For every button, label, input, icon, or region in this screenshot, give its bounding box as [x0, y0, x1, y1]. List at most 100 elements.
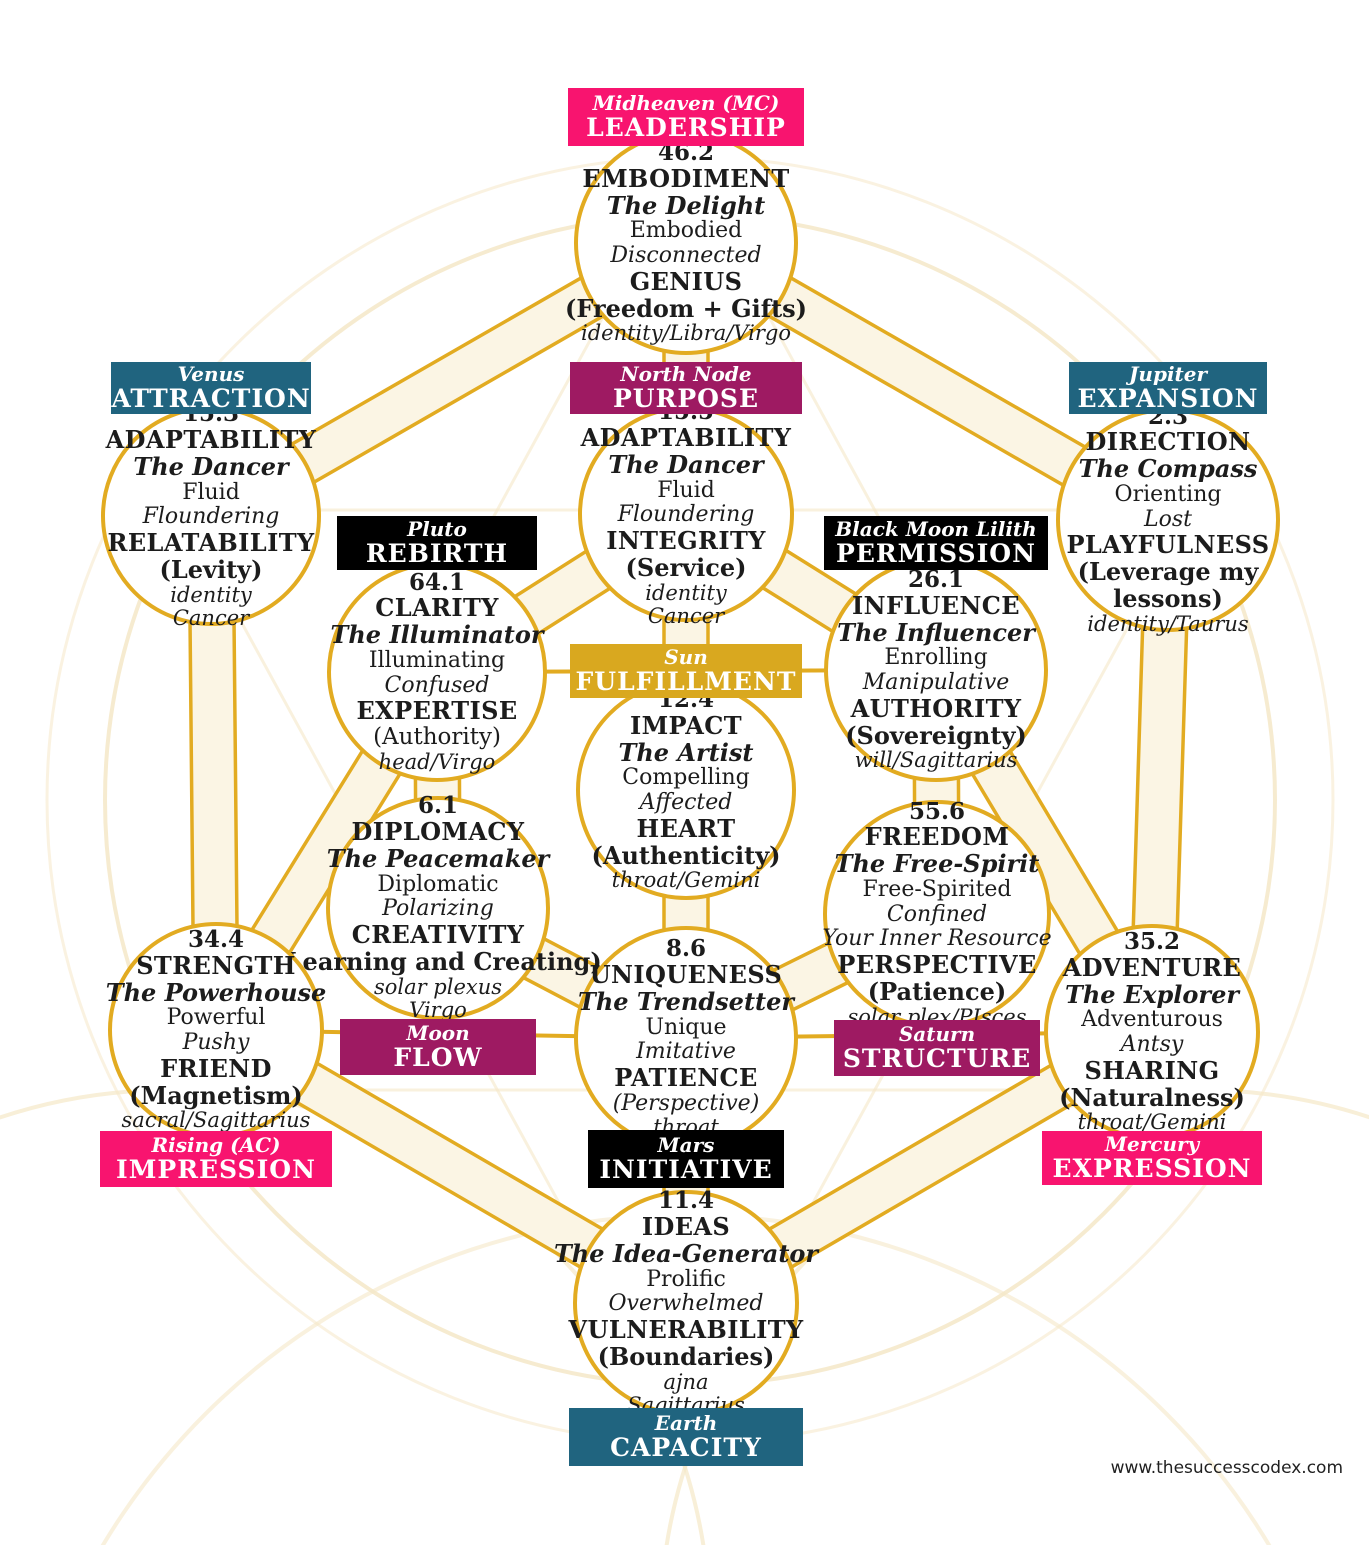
node-planet-label: Black Moon Lilith	[835, 516, 1037, 541]
node-text-line: The Artist	[618, 737, 754, 767]
node-text-line: Floundering	[142, 504, 280, 530]
node-text-line: Antsy	[1120, 1032, 1184, 1058]
node-text-line: ADAPTABILITY	[105, 424, 317, 454]
node-theme-label: INITIATIVE	[599, 1155, 773, 1185]
node-text-line: ADVENTURE	[1062, 952, 1242, 982]
node-text-line: Adventurous	[1081, 1007, 1223, 1033]
node-text-line: The Free-Spirit	[834, 849, 1040, 879]
node-text-line: throat/Gemini	[1077, 1110, 1227, 1135]
node-label-moon: Moon FLOW	[340, 1019, 536, 1075]
node-text-line: identity	[645, 580, 727, 605]
node-text-line: (Leverage my	[1077, 557, 1259, 587]
node-text-line: (Service)	[625, 552, 747, 582]
node-label-venus: Venus ATTRACTION	[111, 362, 311, 414]
node-circle-text: 15.3ADAPTABILITYThe DancerFluidFlounderi…	[106, 401, 317, 631]
node-planet-label: Midheaven (MC)	[592, 90, 780, 115]
node-text-line: EMBODIMENT	[582, 163, 790, 193]
node-planet-label: North Node	[620, 361, 752, 386]
node-text-line: 26.1	[907, 565, 964, 593]
node-text-line: (Learning and Creating)	[274, 946, 602, 976]
node-planet-label: Rising (AC)	[151, 1132, 281, 1157]
node-text-line: DIRECTION	[1085, 427, 1251, 457]
node-label-rising: Rising (AC) IMPRESSION	[100, 1131, 332, 1187]
node-label-sun: Sun FULFILLMENT	[570, 644, 802, 698]
node-text-line: ajna	[663, 1369, 709, 1394]
node-text-line: 64.1	[408, 568, 466, 596]
node-label-midheaven: Midheaven (MC) LEADERSHIP	[568, 88, 804, 146]
node-text-line: 11.4	[657, 1187, 715, 1215]
node-text-line: sacral/Sagittarius	[121, 1108, 311, 1133]
node-text-line: HEART	[636, 813, 736, 843]
node-label-north-node: North Node PURPOSE	[570, 362, 802, 414]
node-text-line: 8.6	[665, 935, 706, 963]
node-text-line: (Magnetism)	[129, 1080, 303, 1110]
node-label-saturn: Saturn STRUCTURE	[834, 1020, 1040, 1076]
node-planet-label: Mercury	[1104, 1131, 1200, 1156]
node-text-line: PERSPECTIVE	[837, 950, 1037, 980]
node-circle-text: 15.5ADAPTABILITYThe DancerFluidFlounderi…	[581, 399, 792, 629]
node-text-line: identity	[170, 582, 252, 607]
node-theme-label: PERMISSION	[836, 539, 1036, 569]
node-text-line: Confused	[384, 672, 490, 698]
node-text-line: head/Virgo	[378, 749, 496, 774]
node-text-line: (Patience)	[867, 976, 1007, 1006]
node-text-line: The Trendsetter	[577, 986, 795, 1016]
node-theme-label: EXPRESSION	[1052, 1154, 1252, 1184]
node-text-line: INTEGRITY	[606, 525, 766, 555]
node-text-line: solar plexus	[373, 974, 503, 999]
node-text-line: IMPACT	[629, 710, 743, 740]
node-text-line: Unique	[645, 1014, 727, 1040]
node-text-line: (Sovereignty)	[845, 720, 1027, 750]
node-text-line: ADAPTABILITY	[580, 422, 792, 452]
node-text-line: VULNERABILITY	[568, 1314, 804, 1344]
node-text-line: GENIUS	[629, 266, 743, 296]
node-text-line: Embodied	[629, 218, 743, 244]
node-text-line: (Authority)	[373, 724, 501, 751]
node-label-black-moon-lilith: Black Moon Lilith PERMISSION	[824, 516, 1048, 570]
node-theme-label: FULFILLMENT	[575, 667, 797, 697]
node-text-line: DIPLOMACY	[351, 816, 525, 846]
node-text-line: Orienting	[1114, 482, 1222, 508]
node-text-line: Fluid	[657, 477, 715, 503]
node-text-line: Diplomatic	[377, 871, 499, 897]
node-text-line: Floundering	[617, 502, 755, 528]
node-text-line: The Dancer	[133, 451, 289, 481]
node-text-line: The Explorer	[1064, 979, 1239, 1009]
node-circle-venus: 15.3ADAPTABILITYThe DancerFluidFlounderi…	[101, 401, 321, 630]
node-text-line: SHARING	[1084, 1055, 1220, 1085]
node-text-line: RELATABILITY	[107, 527, 315, 557]
node-text-line: 6.1	[417, 792, 458, 820]
node-text-line: Your Inner Resource	[822, 926, 1052, 952]
node-theme-label: EXPANSION	[1077, 384, 1259, 414]
node-planet-label: Sun	[664, 644, 708, 669]
node-text-line: identity/Libra/Virgo	[580, 321, 792, 346]
node-label-earth: Earth CAPACITY	[569, 1408, 803, 1466]
node-text-line: STRENGTH	[136, 950, 296, 980]
node-text-line: The Dancer	[608, 449, 764, 479]
node-theme-label: FLOW	[393, 1043, 483, 1073]
node-text-line: Compelling	[622, 765, 750, 791]
node-text-line: (Levity)	[159, 554, 263, 584]
node-planet-label: Jupiter	[1128, 361, 1208, 386]
node-planet-label: Pluto	[407, 516, 467, 541]
node-text-line: UNIQUENESS	[589, 959, 783, 989]
node-text-line: will/Sagittarius	[854, 748, 1018, 773]
node-text-line: (Authenticity)	[591, 840, 781, 870]
node-text-line: Pushy	[182, 1030, 250, 1056]
website-url: www.thesuccesscodex.com	[1110, 1458, 1343, 1478]
node-text-line: Lost	[1144, 506, 1192, 532]
node-text-line: Confined	[886, 901, 988, 927]
node-text-line: The Powerhouse	[105, 977, 327, 1007]
node-text-line: (Freedom + Gifts)	[564, 293, 808, 323]
